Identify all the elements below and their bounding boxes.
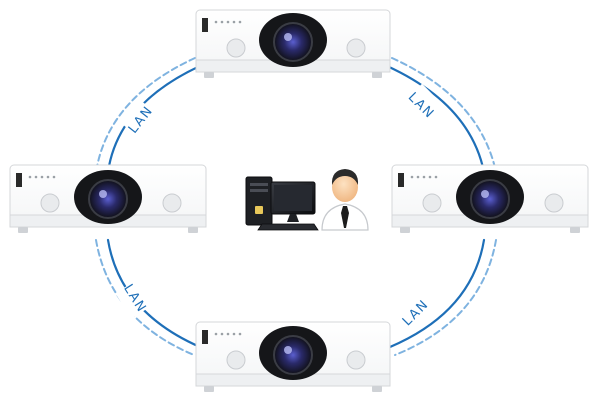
lens-icon (88, 179, 128, 219)
lens-icon (273, 335, 313, 375)
projector-right (391, 164, 589, 233)
vent-grille-icon (544, 193, 564, 213)
power-panel-icon (202, 330, 208, 344)
vent-grille-icon (346, 350, 366, 370)
vent-grille-icon (346, 38, 366, 58)
link-bottom-right-dashed (394, 239, 497, 356)
power-panel-icon (398, 173, 404, 187)
vent-grille-icon (422, 193, 442, 213)
projector-bottom (195, 321, 391, 392)
lens-icon (470, 179, 510, 219)
projector-top (195, 9, 391, 78)
power-panel-icon (16, 173, 22, 187)
vent-grille-icon (226, 350, 246, 370)
power-panel-icon (202, 18, 208, 32)
vent-grille-icon (40, 193, 60, 213)
lan-links (95, 57, 497, 356)
vent-grille-icon (162, 193, 182, 213)
link-top-left-dashed (95, 57, 196, 173)
vent-grille-icon (226, 38, 246, 58)
link-bottom-right (388, 238, 486, 349)
link-top-right-dashed (391, 57, 497, 173)
user-icon (321, 169, 369, 231)
link-top-right (385, 64, 486, 174)
lens-icon (273, 22, 313, 62)
desktop-computer-icon (245, 176, 319, 231)
projector-left (9, 164, 207, 233)
